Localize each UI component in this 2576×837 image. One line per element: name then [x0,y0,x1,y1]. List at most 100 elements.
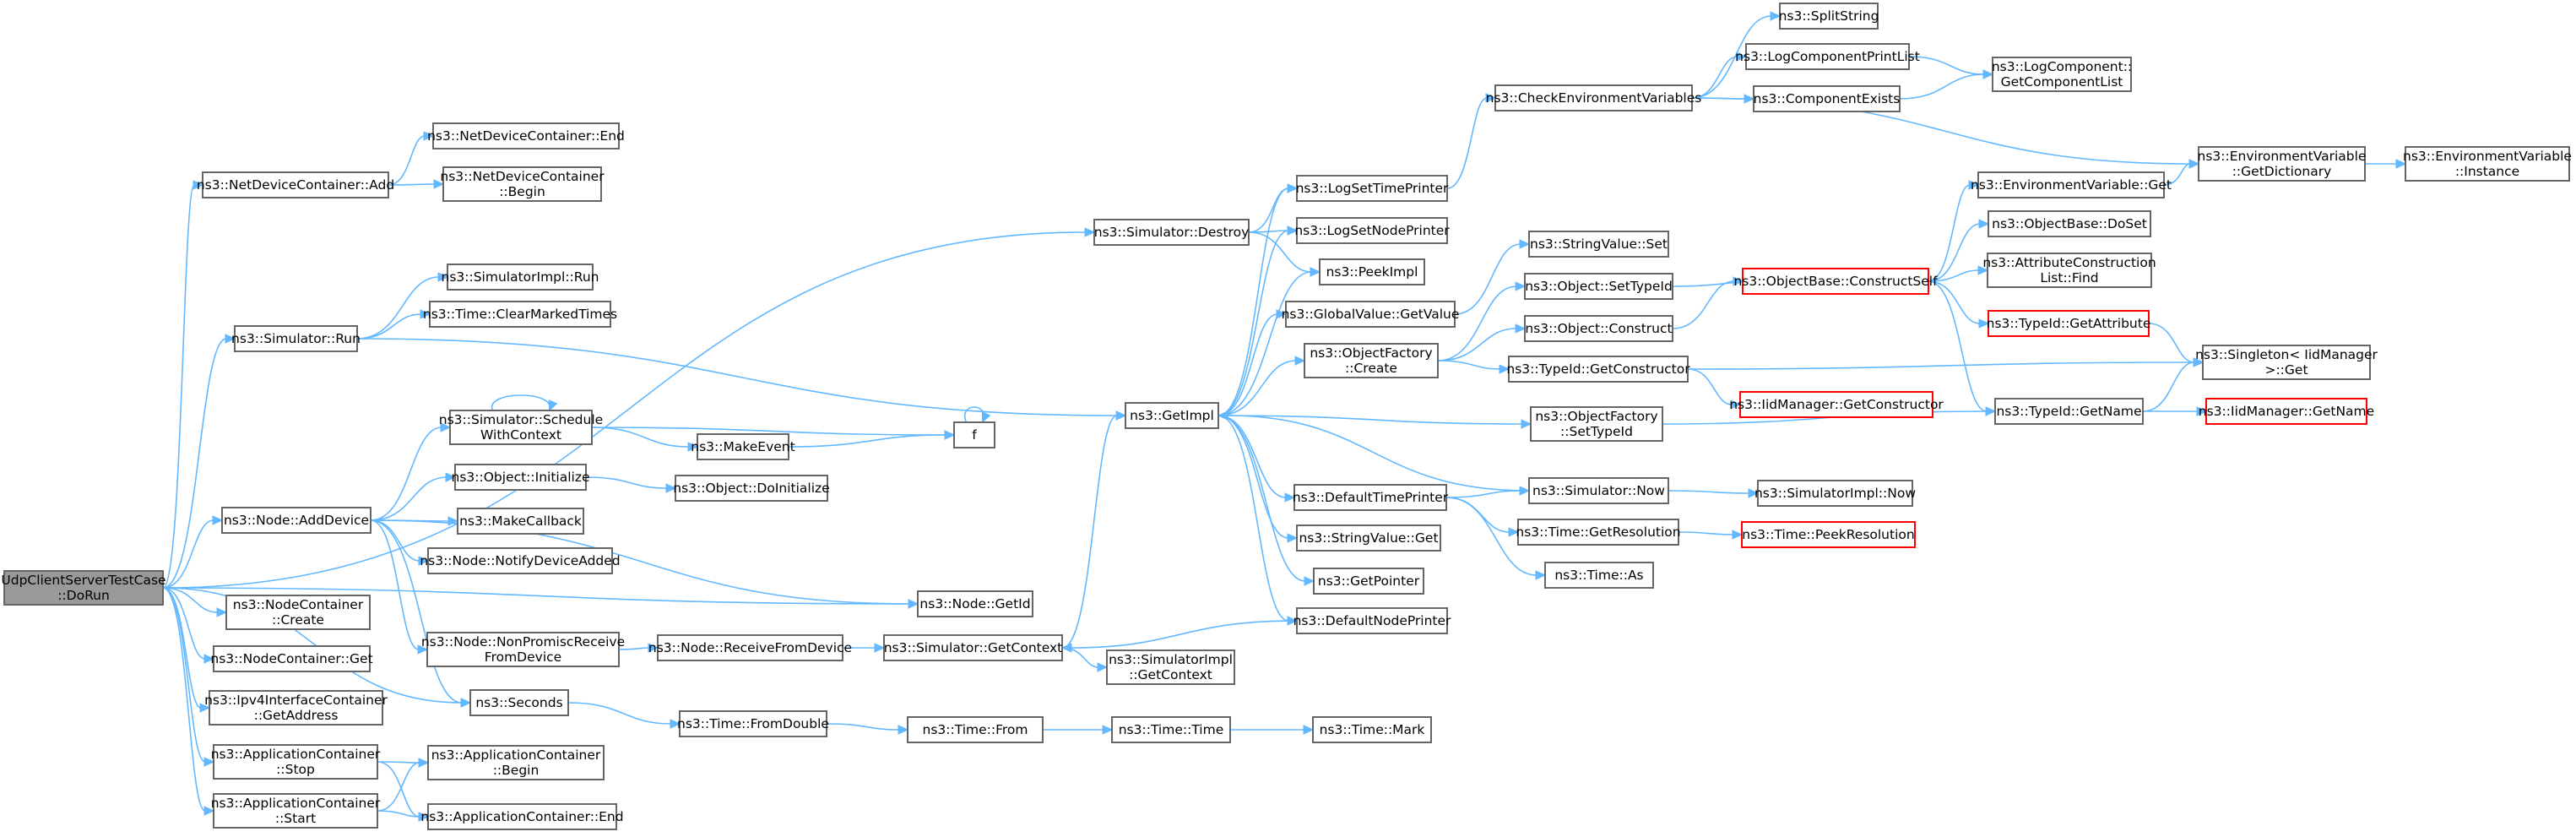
node-typeid-getctor[interactable]: ns3::TypeId::GetConstructor [1506,356,1690,383]
node-ob-doset[interactable]: ns3::ObjectBase::DoSet [1988,210,2151,237]
node-box [1745,43,1910,70]
node-of-create[interactable]: ns3::ObjectFactory::Create [1304,343,1439,378]
node-box [1530,406,1663,442]
edge-line [1248,188,1289,233]
node-time-from[interactable]: ns3::Time::From [907,716,1044,743]
node-label: ns3::EnvironmentVariable [2198,149,2367,164]
node-splitstring[interactable]: ns3::SplitString [1779,3,1879,30]
node-iid-getctor[interactable]: ns3::IidManager::GetConstructor [1729,391,1944,418]
node-box [213,645,371,672]
edge-line [370,476,447,521]
node-default-np[interactable]: ns3::DefaultNodePrinter [1293,607,1451,634]
node-env-getdict[interactable]: ns3::EnvironmentVariable::GetDictionary [2198,146,2367,182]
node-label: ns3::ApplicationContainer [211,796,381,811]
node-time-peekres[interactable]: ns3::Time::PeekResolution [1741,521,1916,548]
node-check-env[interactable]: ns3::CheckEnvironmentVariables [1486,84,1702,111]
node-gv-getvalue[interactable]: ns3::GlobalValue::GetValue [1282,301,1460,328]
node-label: ns3::Simulator::GetContext [884,640,1063,655]
node-logsettime[interactable]: ns3::LogSetTimePrinter [1296,175,1449,202]
node-ndc-end[interactable]: ns3::NetDeviceContainer::End [427,122,625,149]
node-logsetnode[interactable]: ns3::LogSetNodePrinter [1294,217,1450,244]
node-env-instance[interactable]: ns3::EnvironmentVariable::Instance [2403,146,2572,182]
node-default-tp[interactable]: ns3::DefaultTimePrinter [1293,484,1449,511]
node-compexists[interactable]: ns3::ComponentExists [1753,85,1901,112]
node-time-mark[interactable]: ns3::Time::Mark [1312,716,1432,743]
node-ac-begin[interactable]: ns3::ApplicationContainer::Begin [427,745,605,780]
node-sim-getctx[interactable]: ns3::Simulator::GetContext [883,634,1063,661]
node-make-event[interactable]: ns3::MakeEvent [691,433,795,460]
node-getimpl[interactable]: ns3::GetImpl [1125,402,1219,429]
node-obj-doinit[interactable]: ns3::Object::DoInitialize [673,475,830,502]
node-ndc-begin[interactable]: ns3::NetDeviceContainer::Begin [440,166,605,202]
edge-arrowhead [1515,281,1527,291]
node-sim-run[interactable]: ns3::Simulator::Run [231,325,361,352]
edge-typeid_getname-to-singleton_get [2142,357,2205,412]
node-dorun[interactable]: UdpClientServerTestCase::DoRun [1,570,166,606]
node-node-getid[interactable]: ns3::Node::GetId [917,590,1033,617]
edge-typeid_getctor-to-iid_getctor [1687,368,1742,410]
node-ob-constructself[interactable]: ns3::ObjectBase::ConstructSelf [1733,268,1938,295]
node-label: ns3::Object::Construct [1525,321,1672,336]
edge-arrowhead [1508,527,1520,537]
node-make-cb[interactable]: ns3::MakeCallback [457,508,584,535]
edge-ndc_add-to-ndc_end [388,131,435,186]
edge-arrowhead [418,758,430,768]
node-time-fromdouble[interactable]: ns3::Time::FromDouble [677,710,829,737]
edge-arrowhead [981,411,991,424]
edge-arrowhead [1294,356,1306,366]
node-ac-end[interactable]: ns3::ApplicationContainer::End [420,803,624,830]
node-simimpl-run[interactable]: ns3::SimulatorImpl::Run [442,264,599,291]
edge-line [567,702,672,725]
node-peekimpl[interactable]: ns3::PeekImpl [1319,258,1425,285]
node-ac-stop[interactable]: ns3::ApplicationContainer::Stop [211,744,381,780]
node-obj-init[interactable]: ns3::Object::Initialize [452,464,590,491]
node-logcompprint[interactable]: ns3::LogComponentPrintList [1735,43,1920,70]
node-seconds[interactable]: ns3::Seconds [469,689,569,716]
node-box [917,590,1033,617]
node-node-adddev[interactable]: ns3::Node::AddDevice [221,507,371,534]
node-label: ns3::Time::Time [1119,722,1224,737]
node-box [657,634,843,661]
node-label: ns3::EnvironmentVariable::Get [1971,177,2172,193]
node-nc-create[interactable]: ns3::NodeContainer::Create [225,595,371,630]
node-sim-destroy[interactable]: ns3::Simulator::Destroy [1093,219,1250,246]
node-singleton-get[interactable]: ns3::Singleton< IidManager>::Get [2195,345,2378,380]
node-logcomp-getlist[interactable]: ns3::LogComponent::GetComponentList [1992,57,2132,92]
node-time-getres[interactable]: ns3::Time::GetResolution [1516,519,1681,546]
node-box [469,689,569,716]
node-label: ns3::MakeEvent [691,439,794,454]
node-time-clear[interactable]: ns3::Time::ClearMarkedTimes [423,301,617,328]
edge-arrowhead [1736,52,1748,62]
node-time-as[interactable]: ns3::Time::As [1544,562,1654,589]
node-time-time[interactable]: ns3::Time::Time [1111,716,1231,743]
node-box [1296,524,1441,552]
node-recv-from[interactable]: ns3::Node::ReceiveFromDevice [648,634,852,661]
node-typeid-getattr[interactable]: ns3::TypeId::GetAttribute [1987,310,2151,337]
node-simimpl-now[interactable]: ns3::SimulatorImpl::Now [1754,480,1916,507]
node-f[interactable]: f [953,421,995,448]
node-typeid-getname[interactable]: ns3::TypeId::GetName [1994,398,2144,425]
node-obj-settypeid[interactable]: ns3::Object::SetTypeId [1524,273,1673,300]
node-ndc-add[interactable]: ns3::NetDeviceContainer::Add [197,171,394,198]
node-env-get[interactable]: ns3::EnvironmentVariable::Get [1971,171,2172,198]
node-sv-get[interactable]: ns3::StringValue::Get [1296,524,1441,552]
edge-f-to-f [963,406,991,424]
node-sv-set[interactable]: ns3::StringValue::Set [1528,231,1669,258]
node-of-settypeid[interactable]: ns3::ObjectFactory::SetTypeId [1530,406,1663,442]
node-label: ns3::TypeId::GetConstructor [1506,361,1690,377]
node-sim-now[interactable]: ns3::Simulator::Now [1528,477,1669,504]
node-notify[interactable]: ns3::Node::NotifyDeviceAdded [420,547,621,574]
node-getpointer[interactable]: ns3::GetPointer [1313,568,1424,595]
edge-seconds-to-time_fromdouble [567,702,681,729]
node-obj-construct[interactable]: ns3::Object::Construct [1524,315,1673,342]
node-ipv4-getaddr[interactable]: ns3::Ipv4InterfaceContainer::GetAddress [204,690,388,726]
node-simimpl-getctx[interactable]: ns3::SimulatorImpl::GetContext [1106,649,1235,685]
node-nc-get[interactable]: ns3::NodeContainer::Get [210,645,373,672]
node-iid-getname[interactable]: ns3::IidManager::GetName [2199,398,2374,425]
node-ac-start[interactable]: ns3::ApplicationContainer::Start [211,793,381,829]
node-box [213,793,378,829]
